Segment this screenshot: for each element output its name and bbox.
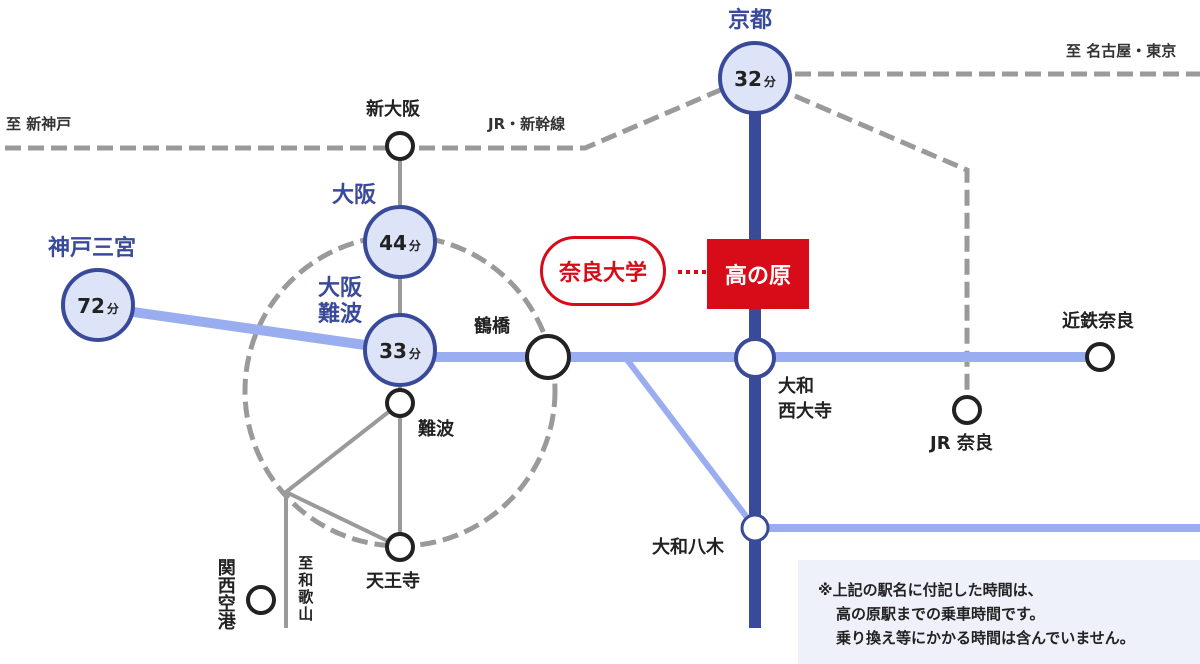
kansai-airport-station-marker — [246, 585, 276, 615]
kobe-sannomiya-time-unit: 分 — [106, 302, 119, 316]
jr-shinkansen-label: JR・新幹線 — [488, 115, 566, 133]
tsuruhashi-station-marker — [525, 334, 571, 380]
tennoji-station-label: 天王寺 — [366, 571, 420, 592]
jr-nara-station-marker — [952, 395, 982, 425]
yamato-saidaiji-station-label: 大和 西大寺 — [778, 376, 832, 422]
note-line-2: 高の原駅までの乗車時間です。 — [836, 605, 1045, 623]
osaka-station-marker — [363, 205, 437, 279]
nara-university-label: 奈良大学 — [558, 261, 647, 286]
jr-shinkansen-line — [5, 85, 726, 151]
takanohara-station-box: 高の原 — [707, 239, 809, 309]
osaka-namba-station-marker — [363, 313, 437, 387]
yamato-yagi-station-label: 大和八木 — [652, 537, 724, 558]
kobe-sannomiya-station-marker — [61, 268, 135, 342]
kintetsu-nara-station-label: 近鉄奈良 — [1062, 311, 1134, 332]
takanohara-station-label: 高の原 — [724, 264, 791, 289]
kyoto-station-marker — [718, 41, 792, 115]
osaka-station-label: 大阪 — [332, 183, 377, 208]
to-shinkobe-label: 至 新神戸 — [6, 115, 72, 133]
namba-station-label: 難波 — [418, 419, 454, 440]
hanshin-kintetsu-line — [97, 302, 401, 355]
note-box: ※上記の駅名に付記した時間は、 高の原駅までの乗車時間です。 乗り換え等にかかる… — [798, 560, 1200, 664]
shin-osaka-station-marker — [385, 131, 415, 161]
kyoto-station-label: 京都 — [728, 8, 773, 33]
kansai-airport-station-label: 関西空港 — [214, 558, 236, 630]
kyoto-time-value: 32 — [734, 67, 762, 91]
shin-osaka-station-label: 新大阪 — [366, 99, 420, 120]
osaka-time-unit: 分 — [408, 239, 421, 253]
osaka-namba-time-value: 33 — [379, 339, 407, 363]
tsuruhashi-station-label: 鶴橋 — [474, 316, 510, 337]
osaka-time-value: 44 — [379, 231, 407, 255]
osaka-namba-station-label: 大阪 難波 — [318, 276, 363, 327]
kintetsu-nara-station-marker — [1085, 342, 1115, 372]
namba-station-marker — [385, 388, 415, 418]
kobe-sannomiya-station-label: 神戸三宮 — [48, 236, 137, 261]
note-line-3: 乗り換え等にかかる時間は含んでいません。 — [836, 629, 1135, 647]
jr-nara-station-label: JR 奈良 — [930, 433, 993, 454]
note-line-1: ※上記の駅名に付記した時間は、 — [818, 581, 1043, 599]
yamato-saidaiji-station-marker — [734, 337, 776, 379]
tennoji-branch-line — [285, 490, 401, 549]
tennoji-station-marker — [385, 532, 415, 562]
kyoto-time-unit: 分 — [763, 75, 776, 89]
nara-university-badge: 奈良大学 — [540, 236, 666, 306]
kintetsu-osaka-line — [622, 355, 758, 530]
to-wakayama-label: 至和歌山 — [296, 555, 315, 623]
osaka-namba-time-unit: 分 — [408, 347, 421, 361]
kobe-sannomiya-time-value: 72 — [77, 294, 105, 318]
yamato-yagi-station-marker — [740, 513, 770, 543]
to-nagoya-tokyo-label: 至 名古屋・東京 — [1066, 42, 1177, 60]
jr-nara-line — [794, 93, 970, 408]
